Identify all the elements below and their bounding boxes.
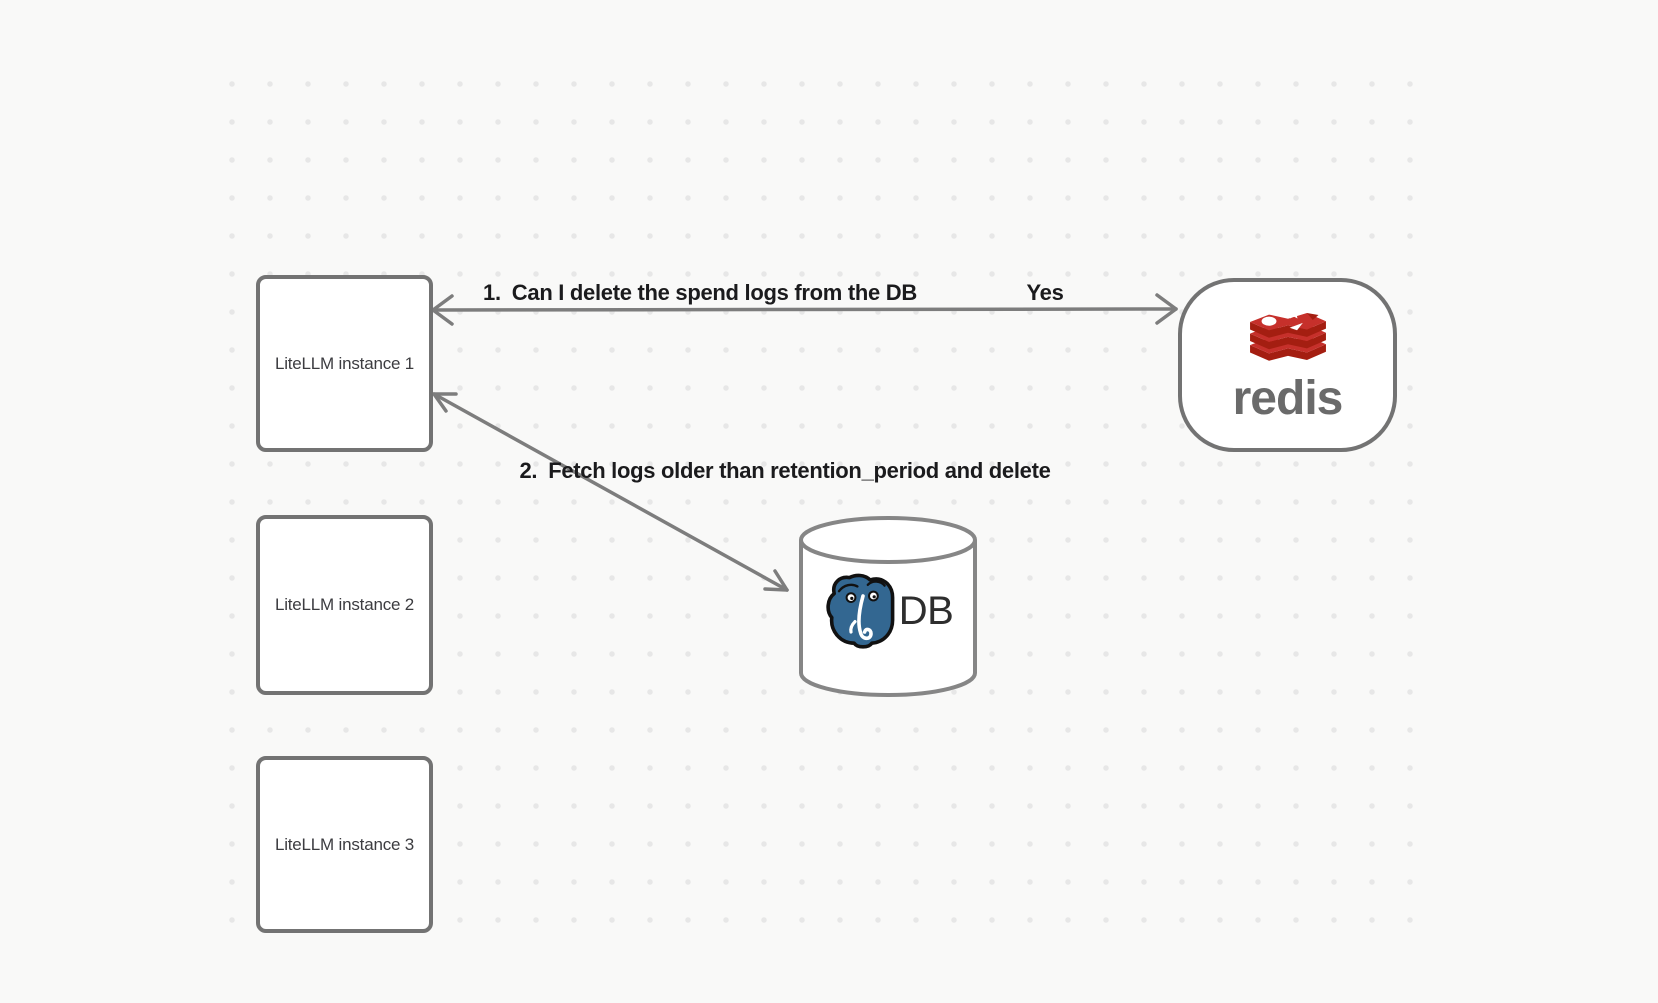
edge1-number: 1. bbox=[483, 280, 501, 305]
arrow-instance1-db bbox=[432, 392, 789, 592]
redis-stack-icon bbox=[1249, 307, 1326, 361]
node-redis: redis bbox=[1178, 278, 1397, 452]
node-litellm-instance-2: LiteLLM instance 2 bbox=[256, 515, 433, 695]
node-litellm-instance-1: LiteLLM instance 1 bbox=[256, 275, 433, 452]
node-litellm-instance-3-label: LiteLLM instance 3 bbox=[274, 834, 415, 854]
edge1-label: 1. Can I delete the spend logs from the D… bbox=[483, 280, 917, 306]
postgresql-elephant-icon bbox=[826, 573, 895, 649]
edge1-text: Can I delete the spend logs from the DB bbox=[511, 280, 917, 305]
node-litellm-instance-3: LiteLLM instance 3 bbox=[256, 756, 433, 933]
node-litellm-instance-2-label: LiteLLM instance 2 bbox=[274, 595, 415, 614]
node-db: DB bbox=[799, 518, 977, 695]
edge1-response-text: Yes bbox=[1026, 280, 1064, 305]
db-label: DB bbox=[898, 589, 954, 633]
redis-wordmark: redis bbox=[1232, 371, 1344, 425]
node-litellm-instance-1-label: LiteLLM instance 1 bbox=[274, 353, 415, 373]
edge1-response: Yes bbox=[1026, 280, 1063, 306]
edge2-number: 2. bbox=[519, 458, 538, 483]
edge2-text: Fetch logs older than retention_period a… bbox=[548, 458, 1051, 483]
edge2-label: 2. Fetch logs older than retention_period… bbox=[519, 458, 1050, 484]
arrow-instance1-redis bbox=[431, 293, 1178, 326]
